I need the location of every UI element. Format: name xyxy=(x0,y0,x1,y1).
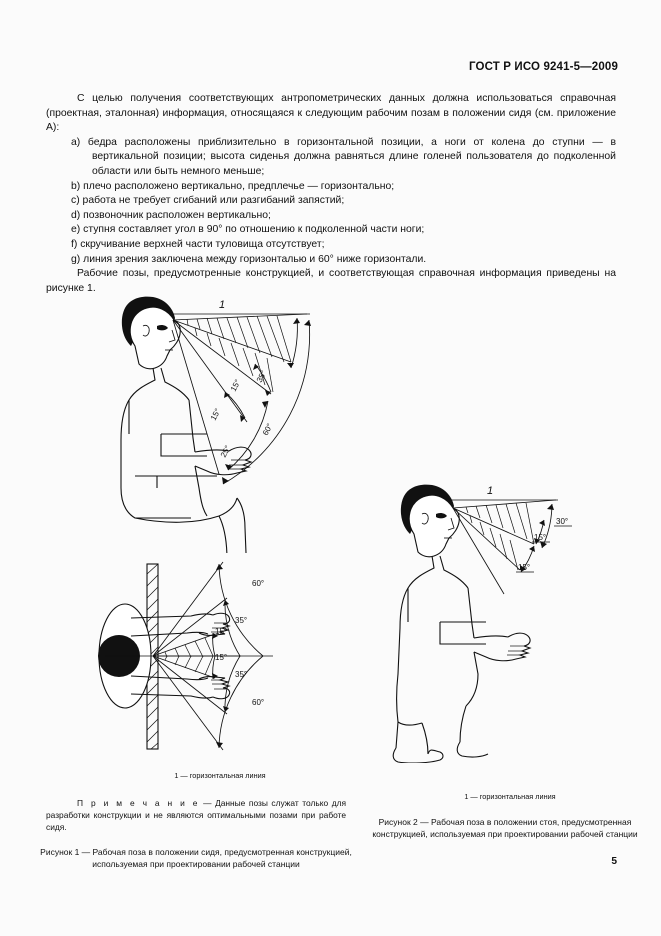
paragraph-figure-reference: Рабочие позы, предусмотренные конструкци… xyxy=(46,268,616,294)
figure2-leader-label: 1 xyxy=(487,485,493,497)
body-text-block: С целью получения соответствующих антроп… xyxy=(46,92,616,296)
figure1-seated-side-view: 1 xyxy=(95,288,325,553)
figure1-caption: Рисунок 1 — Рабочая поза в положении сид… xyxy=(40,847,352,870)
list-item-c: c) работа не требует сгибаний или разгиб… xyxy=(71,195,345,207)
angle-label-25: 25° xyxy=(219,444,233,459)
document-header-standard-number: ГОСТ Р ИСО 9241-5—2009 xyxy=(468,61,618,73)
top-angle-label-60-lower: 60° xyxy=(252,698,264,707)
angle-label-15b: 15° xyxy=(209,407,223,422)
angle-label-60: 60° xyxy=(261,422,275,437)
list-item-f: f) скручивание верхней части туловища от… xyxy=(71,238,325,250)
list-item-e: e) ступня составляет угол в 90° по отнош… xyxy=(71,224,425,236)
figure2-caption: Рисунок 2 — Рабочая поза в положении сто… xyxy=(372,817,638,840)
figure2-angle-label-15a: 15° xyxy=(534,533,546,542)
top-angle-label-15-upper: 15° xyxy=(215,627,227,636)
top-angle-label-15-lower: 15° xyxy=(215,653,227,662)
figure1-note: П р и м е ч а н и е — Данные позы служат… xyxy=(46,797,346,834)
list-item-d: d) позвоночник расположен вертикально; xyxy=(71,209,271,221)
note-body-text: — Данные позы служат только для разработ… xyxy=(46,798,346,833)
list-item-a: a) бедра расположены приблизительно в го… xyxy=(71,136,616,177)
angle-label-15a: 15° xyxy=(229,378,243,393)
figure1-top-plan-view: 60° 35° 15° 15° 35° 60° xyxy=(95,560,305,755)
list-item-b: b) плечо расположено вертикально, предпл… xyxy=(71,180,395,192)
figure1-leader-label: 1 xyxy=(219,299,225,311)
figure2-standing-side-view: 1 xyxy=(382,478,632,763)
figure2-angle-label-30: 30° xyxy=(556,517,568,526)
figure1-sub-caption: 1 — горизонтальная линия xyxy=(174,771,266,780)
top-angle-label-35-upper: 35° xyxy=(235,616,247,625)
figure2-sub-caption: 1 — горизонтальная линия xyxy=(464,792,556,801)
top-angle-label-35-lower: 35° xyxy=(235,670,247,679)
note-lead-word: П р и м е ч а н и е xyxy=(77,798,200,808)
figure2-angle-label-15b: 15° xyxy=(518,563,530,572)
top-angle-label-60-upper: 60° xyxy=(252,579,264,588)
paragraph-intro: С целью получения соответствующих антроп… xyxy=(46,93,616,134)
list-item-g: g) линия зрения заключена между горизонт… xyxy=(71,253,427,265)
page-number: 5 xyxy=(611,856,617,867)
